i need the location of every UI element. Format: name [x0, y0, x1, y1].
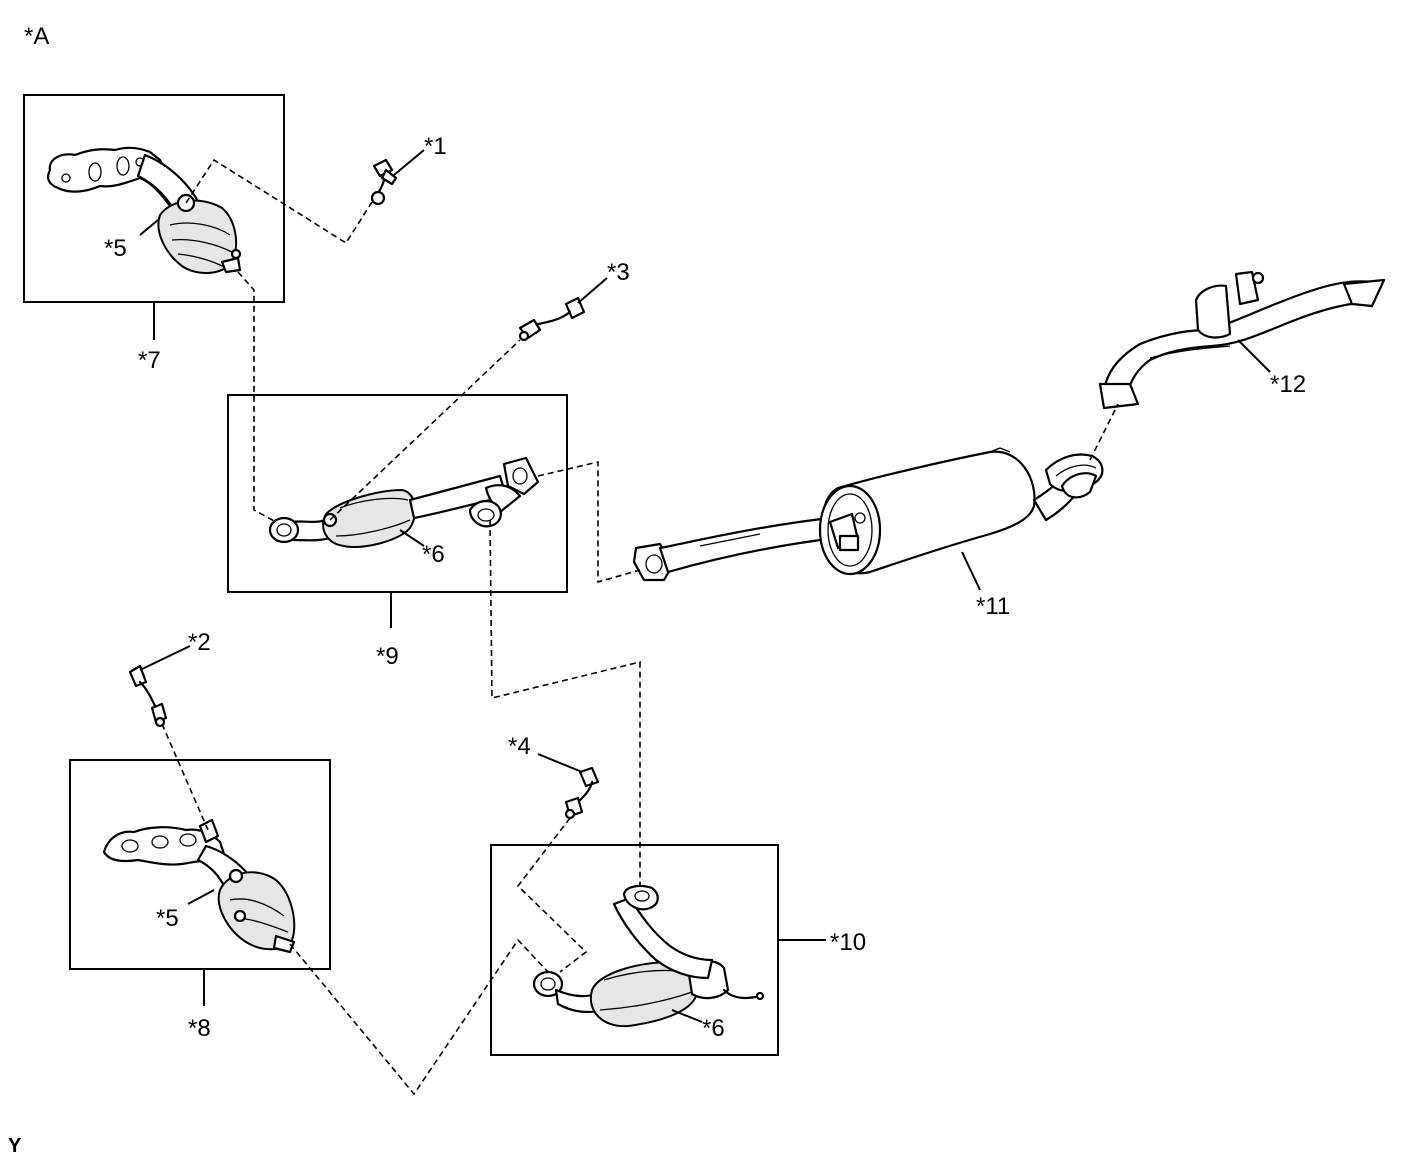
center-pipe: [658, 516, 838, 574]
lower-pipe-flange-top: [622, 884, 659, 911]
exhaust-manifold-upper-group: *5 *7: [23, 94, 285, 374]
tail-pipe-flange: [1098, 382, 1140, 410]
frame-7: [23, 94, 285, 303]
dash-muffler-to-tailpipe: [1089, 403, 1119, 461]
frame-9: [227, 394, 568, 593]
callout-6-center: *6: [422, 541, 445, 568]
manifold-flange-lower: [102, 826, 228, 866]
front-pipe-y-branch: [468, 500, 502, 528]
callout-12: *12: [1270, 371, 1306, 398]
leader-3: [577, 277, 608, 304]
tail-pipe-tip: [1342, 278, 1386, 308]
dash-frontpipe-to-muffler: [537, 460, 641, 584]
front-exhaust-pipe-lower-group: *6 *10: [490, 844, 866, 1056]
callout-2: *2: [188, 629, 211, 656]
leader-5-lower: [187, 889, 215, 905]
catalytic-converter-lower: [217, 871, 296, 951]
tail-exhaust-pipe: *12: [1098, 270, 1386, 410]
callout-5-upper: *5: [104, 235, 127, 262]
leader-6-center: [399, 529, 425, 547]
leader-12: [1237, 339, 1271, 373]
callout-1: *1: [424, 133, 447, 160]
exhaust-manifold-lower-group: *5 *8: [69, 759, 331, 1042]
leader-1: [393, 149, 425, 176]
figure-code: Y: [8, 1135, 22, 1157]
callout-10: *10: [830, 929, 866, 956]
leader-6-lower: [671, 1009, 703, 1023]
air-fuel-ratio-sensor-1: *1: [370, 133, 447, 206]
frame-8: [69, 759, 331, 970]
lower-pipe-riser: [612, 896, 714, 980]
leader-4: [537, 753, 583, 773]
dash-manifold-to-lowerpipe: [289, 938, 549, 1096]
connection-lines: [161, 158, 1119, 1096]
front-pipe-flange-left: [268, 516, 300, 544]
view-label: *A: [24, 23, 49, 50]
dash-sensor4-to-lowerpipe: [516, 817, 588, 973]
leader-11: [961, 551, 981, 591]
air-fuel-ratio-sensor-2: *2: [128, 629, 211, 728]
front-exhaust-pipe-group: *6 *9: [227, 394, 568, 670]
dash-sensor1-to-manifold: [185, 158, 373, 245]
callout-5-lower: *5: [156, 905, 179, 932]
leader-5-upper: [139, 219, 159, 236]
callout-3: *3: [607, 259, 630, 286]
center-exhaust-pipe-muffler: *11: [632, 447, 1104, 620]
dash-frontpipe-to-lowerpipe: [489, 519, 641, 886]
callout-9: *9: [376, 643, 399, 670]
oxygen-sensor-3: *3: [518, 259, 630, 342]
dash-sensor2-to-manifold: [161, 723, 209, 831]
front-pipe-flange-right: [502, 456, 540, 496]
callout-4: *4: [508, 733, 531, 760]
callout-8: *8: [188, 1015, 211, 1042]
dash-manifold-to-frontpipe: [237, 271, 277, 523]
oxygen-sensor-4: *4: [508, 733, 600, 820]
callout-6-lower: *6: [702, 1015, 725, 1042]
leader-2: [139, 645, 191, 671]
frame-10: [490, 844, 779, 1056]
dash-sensor3-to-frontpipe: [329, 339, 521, 521]
callout-11: *11: [976, 593, 1010, 620]
callout-7: *7: [138, 347, 161, 374]
